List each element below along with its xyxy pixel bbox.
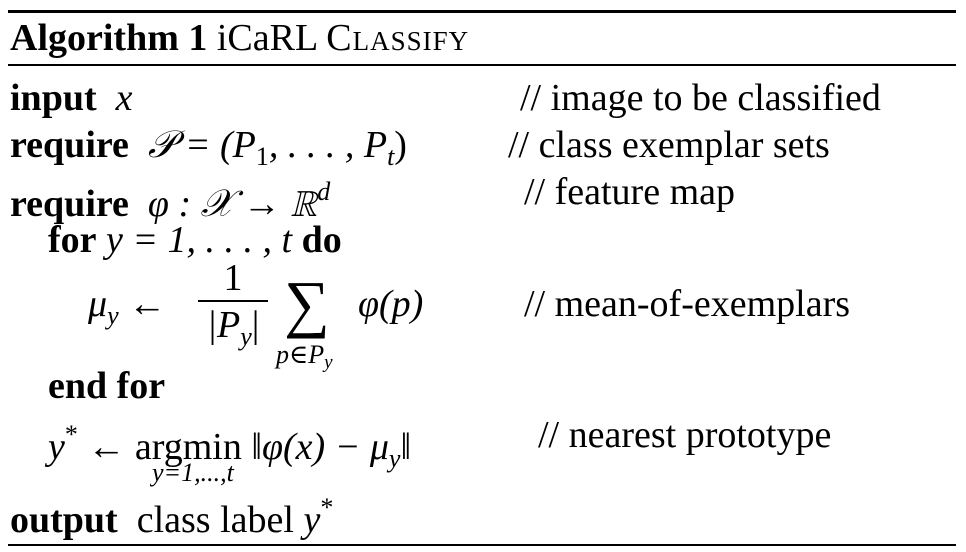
exemplar-sets-expr: 𝒫 = (P <box>147 124 256 166</box>
argmin-subscript: y=1,...,t <box>152 458 234 487</box>
top-rule <box>8 10 956 13</box>
comment-feature-map: // feature map <box>524 171 736 213</box>
keyword-for: for <box>48 219 97 261</box>
assign-arrow: ← <box>87 426 126 468</box>
fraction-denominator: |Py| <box>206 304 260 351</box>
phi-p-expr: φ(p) <box>358 283 424 325</box>
input-variable: x <box>115 77 133 119</box>
header-rule <box>8 64 956 66</box>
keyword-require: require <box>10 183 129 225</box>
assign-arrow: ← <box>128 283 167 325</box>
summation-symbol: ∑ <box>284 268 330 339</box>
output-variable: y <box>303 499 321 541</box>
comment-exemplars: // class exemplar sets <box>508 124 830 166</box>
line-output: output class label y* <box>10 493 334 541</box>
mu-symbol: μ <box>88 283 108 325</box>
line-require-exemplars: require 𝒫 = (P1, . . . , Pt) <box>10 124 407 171</box>
feature-map-expr: φ : 𝒳 → ℝ <box>147 183 318 225</box>
algorithm-label: Algorithm 1 <box>10 17 208 59</box>
line-input: input x <box>10 76 133 120</box>
fraction-bar <box>198 300 268 302</box>
line-mean: μy ← <box>88 283 167 330</box>
line-nearest: y* ← argmin ‖φ(x) − μy‖ <box>48 420 412 473</box>
comment-nearest: // nearest prototype <box>538 414 832 456</box>
output-text: class label <box>136 499 294 541</box>
line-for: for y = 1, . . . , t do <box>48 218 342 262</box>
comment-mean: // mean-of-exemplars <box>524 283 851 325</box>
norm-expr: ‖φ(x) − μ <box>251 426 389 468</box>
fraction-numerator: 1 <box>223 257 243 299</box>
keyword-input: input <box>10 77 97 119</box>
algorithm-title: Algorithm 1 iCaRL Classify <box>10 14 469 62</box>
bottom-rule <box>8 544 956 546</box>
keyword-require: require <box>10 124 129 166</box>
keyword-endfor: end for <box>48 365 166 407</box>
algorithm-name-smallcaps: Classify <box>326 17 470 59</box>
keyword-output: output <box>10 499 118 541</box>
line-endfor: end for <box>48 364 165 408</box>
fraction: 1 |Py| <box>198 258 268 358</box>
summation-subscript: p∈Py <box>276 340 333 373</box>
y-star-var: y <box>48 426 65 468</box>
argmin-operator: argmin <box>134 426 242 468</box>
comment-input: // image to be classified <box>520 77 881 119</box>
for-range-expr: y = 1, . . . , t <box>106 219 293 261</box>
algorithm-name-prefix: iCaRL <box>216 17 317 59</box>
keyword-do: do <box>301 219 342 261</box>
line-require-feature-map: require φ : 𝒳 → ℝd <box>10 177 331 225</box>
